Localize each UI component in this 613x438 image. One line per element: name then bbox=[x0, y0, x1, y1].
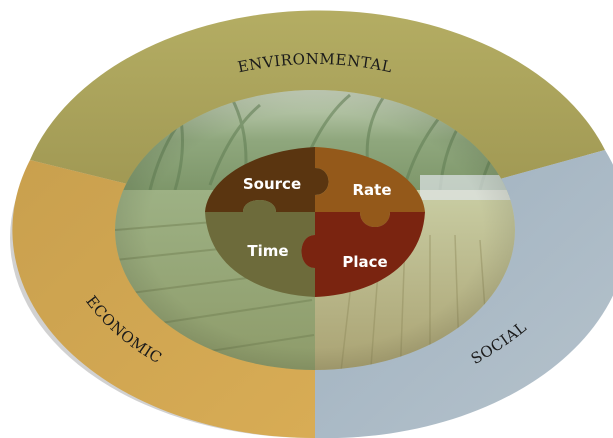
source-label: Source bbox=[243, 175, 301, 193]
puzzle bbox=[205, 147, 425, 297]
puzzle-piece-source bbox=[205, 147, 329, 212]
puzzle-piece-place bbox=[301, 212, 425, 297]
puzzle-piece-rate bbox=[315, 147, 425, 227]
rate-label: Rate bbox=[352, 181, 391, 199]
time-label: Time bbox=[247, 242, 288, 260]
puzzle-piece-time bbox=[205, 200, 315, 297]
place-label: Place bbox=[342, 253, 387, 271]
